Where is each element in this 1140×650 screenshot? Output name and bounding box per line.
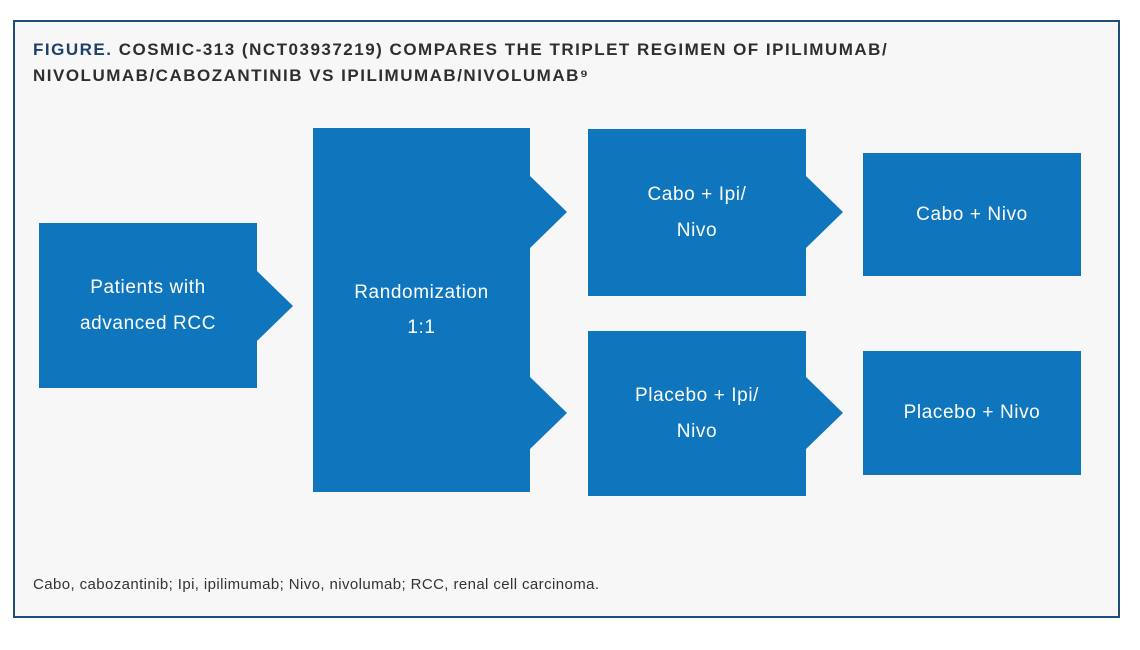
- node-patients-advanced-rcc: Patients with advanced RCC: [39, 223, 257, 388]
- arrow-randomization-to-triplet: [529, 175, 567, 249]
- node-cabo-nivo: Cabo + Nivo: [863, 153, 1081, 276]
- node-cabo-ipi-nivo: Cabo + Ipi/ Nivo: [588, 129, 806, 296]
- abbreviations-footnote: Cabo, cabozantinib; Ipi, ipilimumab; Niv…: [33, 576, 600, 593]
- figure-card: FIGURE. COSMIC-313 (NCT03937219) COMPARE…: [13, 20, 1120, 618]
- arrow-patients-to-randomization: [257, 271, 293, 341]
- node-randomization: Randomization 1:1: [313, 128, 530, 492]
- arrow-randomization-to-control: [529, 376, 567, 450]
- figure-title: FIGURE. COSMIC-313 (NCT03937219) COMPARE…: [33, 37, 1073, 89]
- arrow-triplet-to-maintenance: [805, 175, 843, 249]
- arrow-control-to-maintenance: [805, 376, 843, 450]
- figure-title-text: COSMIC-313 (NCT03937219) COMPARES THE TR…: [33, 40, 889, 85]
- node-placebo-nivo: Placebo + Nivo: [863, 351, 1081, 475]
- figure-label: FIGURE.: [33, 40, 113, 59]
- node-placebo-ipi-nivo: Placebo + Ipi/ Nivo: [588, 331, 806, 496]
